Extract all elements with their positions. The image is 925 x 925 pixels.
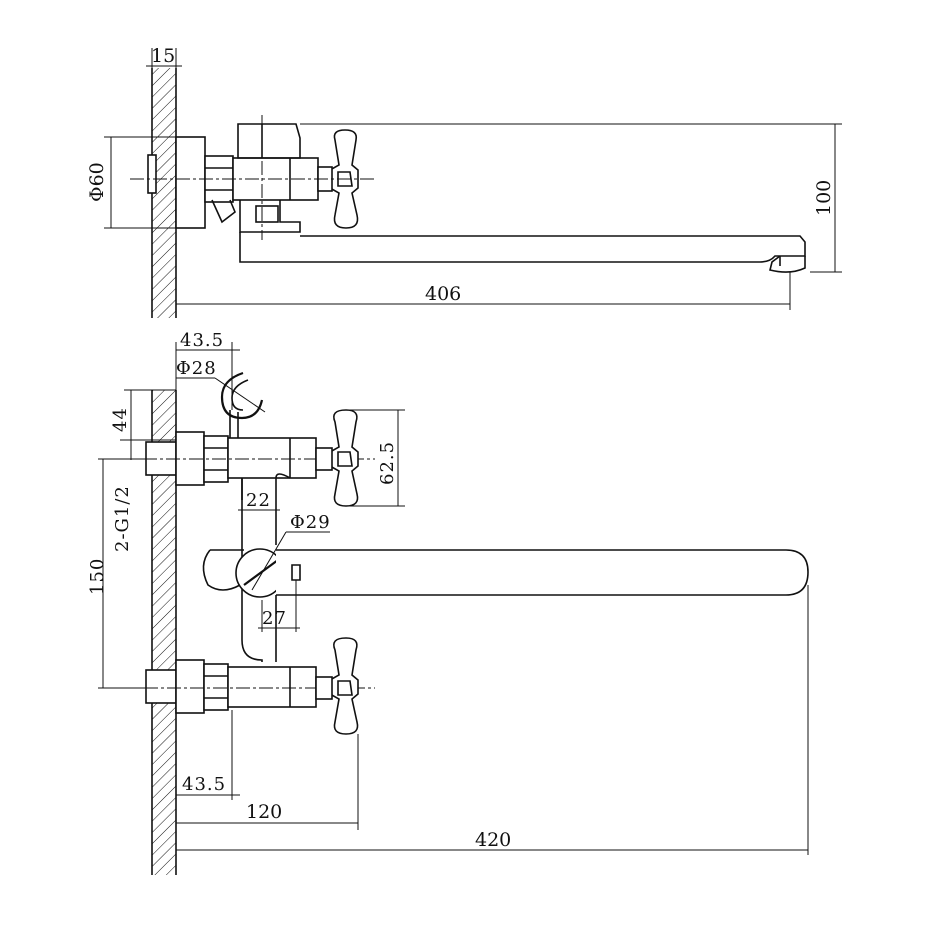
spout-length-label: 406 [425,283,461,305]
top-view: 15 Φ60 [86,45,842,318]
lower-nut [203,663,229,711]
lower-valve-body [227,666,317,708]
height-label: 100 [813,180,835,216]
shower-hook [220,371,264,420]
connection-label: 2-G1/2 [112,485,133,552]
hook-offset-label: 43.5 [180,330,224,351]
spout-reach-label: 420 [475,829,511,851]
stem-width-label: 22 [246,490,271,511]
upper-cross-handle [329,409,359,507]
spout-front [276,549,809,596]
flange-top [175,136,206,229]
diverter-diameter-label: Φ29 [290,512,331,533]
wall-thickness-label: 15 [151,45,175,67]
flange-diameter-label: Φ60 [86,162,108,202]
hook-diameter-label: Φ28 [176,358,217,379]
handle-reach-label: 120 [246,801,282,823]
inlet-spacing-label: 150 [87,558,108,595]
diverter-width-label: 27 [262,608,287,629]
lower-cross-handle [329,637,359,735]
front-view: 43.5 Φ28 44 62.5 [87,330,809,875]
upper-valve-body [227,437,317,479]
handle-span-label: 62.5 [377,441,398,485]
spout-top [239,232,806,263]
inlet-offset-label: 43.5 [182,774,226,795]
handle-height-label: 44 [110,407,131,432]
